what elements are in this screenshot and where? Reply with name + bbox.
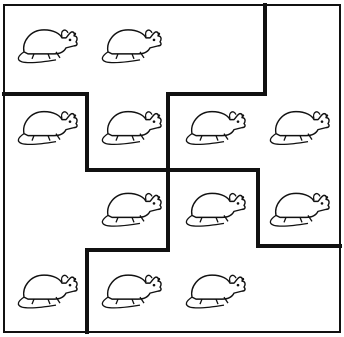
mouse-icon — [186, 193, 245, 226]
mouse-icon — [270, 112, 329, 145]
mouse-icon — [102, 275, 161, 308]
mouse-icon — [18, 275, 77, 308]
mouse-icon — [18, 112, 77, 145]
mouse-icon — [18, 30, 77, 63]
mouse-icon — [102, 112, 161, 145]
mouse-icon — [186, 275, 245, 308]
mouse-icon — [186, 112, 245, 145]
mouse-icon — [102, 30, 161, 63]
mouse-icon — [270, 193, 329, 226]
mouse-icon — [102, 193, 161, 226]
